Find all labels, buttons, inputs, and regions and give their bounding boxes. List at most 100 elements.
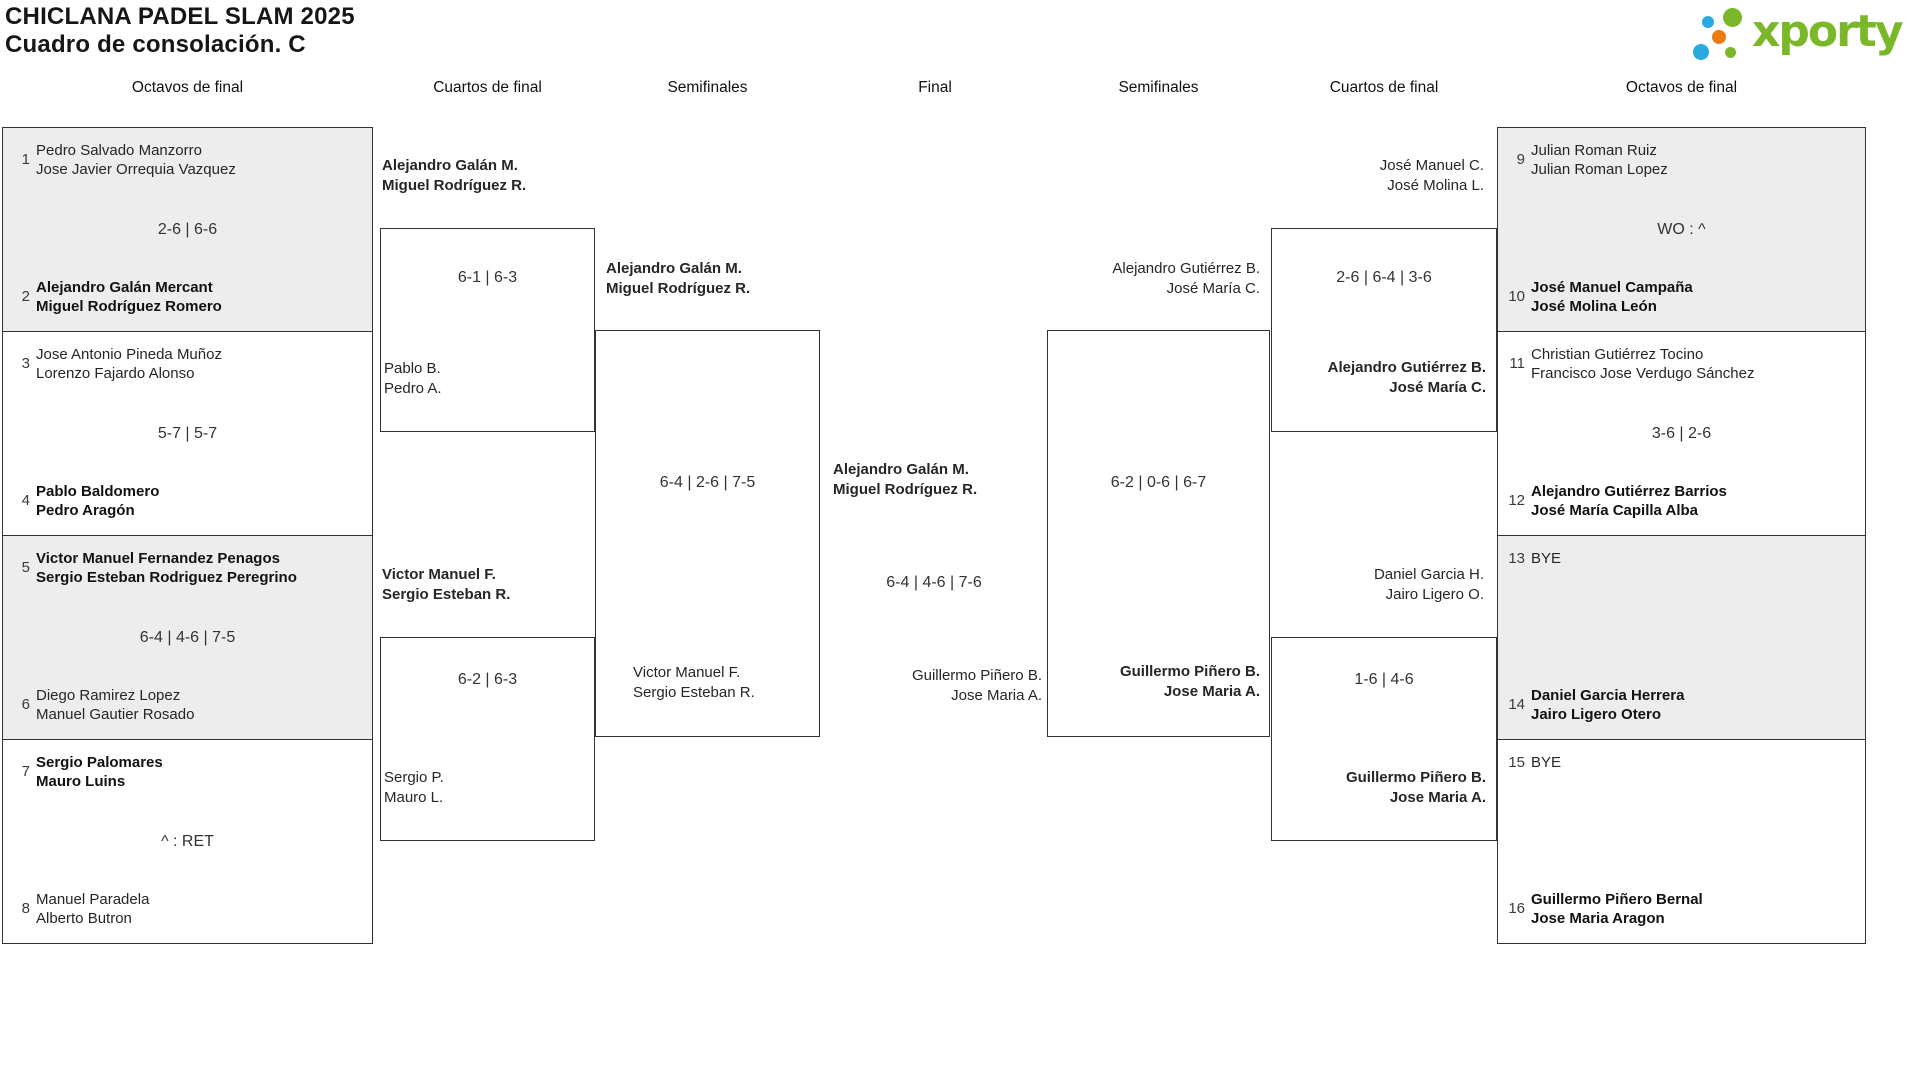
match-box-r16-7: 13 BYE 14 Daniel Garcia Herrera Jairo Li… <box>1497 535 1866 740</box>
team-name: Pedro Aragón <box>36 502 135 519</box>
team-names: Sergio Palomares Mauro Luins <box>36 753 163 791</box>
team-name: Victor Manuel Fernandez Penagos <box>36 550 280 567</box>
team-names: Victor Manuel Fernandez Penagos Sergio E… <box>36 549 297 587</box>
logo-text: xporty <box>1752 6 1904 57</box>
match-box-sf-right <box>1047 330 1270 737</box>
match-score: ^ : RET <box>161 833 214 850</box>
seed-number: 9 <box>1516 151 1525 168</box>
team-name: José Molina L. <box>1387 177 1484 194</box>
team-name: José Manuel C. <box>1379 157 1484 174</box>
team-name: Alejandro Galán M. <box>833 461 969 478</box>
match-box-r16-3: 5 Victor Manuel Fernandez Penagos Sergio… <box>2 535 373 740</box>
team-name: Guillermo Piñero B. <box>911 667 1042 684</box>
team-name: Guillermo Piñero B. <box>1119 663 1260 680</box>
page-subtitle: Cuadro de consolación. C <box>5 31 306 58</box>
qf-right-2-score: 1-6 | 4-6 <box>1354 671 1414 688</box>
team-name: BYE <box>1531 754 1562 771</box>
team-name: Victor Manuel F. <box>633 664 741 681</box>
round-header-octavos-right: Octavos de final <box>1625 79 1738 96</box>
qf-left-1-bottom-entrant: Pablo B. Pedro A. <box>384 359 442 399</box>
qf-left-1-score: 6-1 | 6-3 <box>457 269 518 286</box>
logo-dot-icon <box>1712 30 1726 44</box>
team-names: BYE <box>1531 753 1561 772</box>
seed-number: 15 <box>1508 754 1525 771</box>
sf-right-top-entrant: Alejandro Gutiérrez B. José María C. <box>1040 259 1260 299</box>
team-name: Jose Maria A. <box>1389 789 1486 806</box>
team-name: Pablo B. <box>384 360 441 377</box>
qf-right-1-top-entrant: José Manuel C. José Molina L. <box>1262 156 1484 196</box>
team-name: Alberto Butron <box>36 910 132 927</box>
team-name: Julian Roman Lopez <box>1531 161 1668 178</box>
logo-dot-icon <box>1723 8 1742 27</box>
logo-dot-icon <box>1725 47 1736 58</box>
match-box-qf-right-2 <box>1271 637 1497 841</box>
team-names: BYE <box>1531 549 1561 568</box>
team-name: Alejandro Gutiérrez B. <box>1112 260 1260 277</box>
seed-number: 14 <box>1508 696 1525 713</box>
round-header-final: Final <box>918 79 952 96</box>
team-name: Jairo Ligero Otero <box>1531 706 1662 723</box>
match-score: 2-6 | 6-6 <box>157 221 218 238</box>
qf-left-2-top-entrant: Victor Manuel F. Sergio Esteban R. <box>382 565 510 605</box>
team-names: Jose Antonio Pineda Muñoz Lorenzo Fajard… <box>36 345 222 383</box>
final-score: 6-4 | 4-6 | 7-6 <box>886 574 982 591</box>
team-name: José María C. <box>1166 280 1260 297</box>
match-box-r16-4: 7 Sergio Palomares Mauro Luins ^ : RET 8… <box>2 739 373 944</box>
final-runner-up: Guillermo Piñero B. Jose Maria A. <box>818 666 1042 706</box>
team-name: Pedro A. <box>384 380 442 397</box>
match-score: 5-7 | 5-7 <box>157 425 218 442</box>
sf-left-score: 6-4 | 2-6 | 7-5 <box>659 474 756 491</box>
final-winner: Alejandro Galán M. Miguel Rodríguez R. <box>833 460 977 500</box>
match-box-qf-left-1 <box>380 228 595 432</box>
team-name: José Manuel Campaña <box>1531 279 1693 296</box>
team-names: Pedro Salvado Manzorro Jose Javier Orreq… <box>36 141 236 179</box>
round-header-octavos-left: Octavos de final <box>131 79 244 96</box>
team-name: Mauro L. <box>384 789 444 806</box>
team-name: Jose Maria Aragon <box>1531 910 1665 927</box>
match-box-sf-left <box>595 330 820 737</box>
match-box-r16-2: 3 Jose Antonio Pineda Muñoz Lorenzo Faja… <box>2 331 373 536</box>
sf-right-score: 6-2 | 0-6 | 6-7 <box>1110 474 1207 491</box>
seed-number: 7 <box>21 763 30 780</box>
team-name: Miguel Rodríguez Romero <box>36 298 222 315</box>
team-name: Pedro Salvado Manzorro <box>36 142 202 159</box>
team-names: Guillermo Piñero Bernal Jose Maria Arago… <box>1531 890 1703 928</box>
team-name: José María Capilla Alba <box>1531 502 1699 519</box>
team-names: Pablo Baldomero Pedro Aragón <box>36 482 159 520</box>
team-name: Guillermo Piñero Bernal <box>1531 891 1703 908</box>
team-name: Alejandro Galán M. <box>606 260 742 277</box>
sf-left-bottom-entrant: Victor Manuel F. Sergio Esteban R. <box>633 663 755 703</box>
team-name: Sergio Palomares <box>36 754 163 771</box>
team-names: Diego Ramirez Lopez Manuel Gautier Rosad… <box>36 686 194 724</box>
qf-left-1-top-entrant: Alejandro Galán M. Miguel Rodríguez R. <box>382 156 526 196</box>
team-name: Pablo Baldomero <box>36 483 160 500</box>
team-name: Jairo Ligero O. <box>1385 586 1484 603</box>
seed-number: 12 <box>1508 492 1525 509</box>
qf-right-2-top-entrant: Daniel Garcia H. Jairo Ligero O. <box>1262 565 1484 605</box>
qf-right-2-bottom-entrant: Guillermo Piñero B. Jose Maria A. <box>1262 768 1486 808</box>
team-name: Daniel Garcia H. <box>1373 566 1484 583</box>
team-name: Lorenzo Fajardo Alonso <box>36 365 195 382</box>
match-box-r16-5: 9 Julian Roman Ruiz Julian Roman Lopez W… <box>1497 127 1866 332</box>
sf-left-top-entrant: Alejandro Galán M. Miguel Rodríguez R. <box>606 259 750 299</box>
match-box-qf-right-1 <box>1271 228 1497 432</box>
match-score: WO : ^ <box>1657 221 1706 238</box>
seed-number: 11 <box>1509 355 1525 372</box>
team-name: Jose Antonio Pineda Muñoz <box>36 346 222 363</box>
team-name: BYE <box>1531 550 1562 567</box>
team-name: Jose Javier Orrequia Vazquez <box>36 161 236 178</box>
team-name: Christian Gutiérrez Tocino <box>1531 346 1704 363</box>
team-name: Sergio Esteban R. <box>382 586 511 603</box>
seed-number: 3 <box>21 355 30 372</box>
seed-number: 16 <box>1508 900 1525 917</box>
team-name: Julian Roman Ruiz <box>1531 142 1657 159</box>
team-names: José Manuel Campaña José Molina León <box>1531 278 1693 316</box>
team-name: Sergio Esteban Rodriguez Peregrino <box>36 569 297 586</box>
round-header-semis-right: Semifinales <box>1118 79 1199 96</box>
match-box-r16-6: 11 Christian Gutiérrez Tocino Francisco … <box>1497 331 1866 536</box>
match-box-qf-left-2 <box>380 637 595 841</box>
logo-dot-icon <box>1693 44 1709 60</box>
team-names: Alejandro Gutiérrez Barrios José María C… <box>1531 482 1727 520</box>
seed-number: 10 <box>1508 288 1525 305</box>
team-name: Manuel Gautier Rosado <box>36 706 195 723</box>
